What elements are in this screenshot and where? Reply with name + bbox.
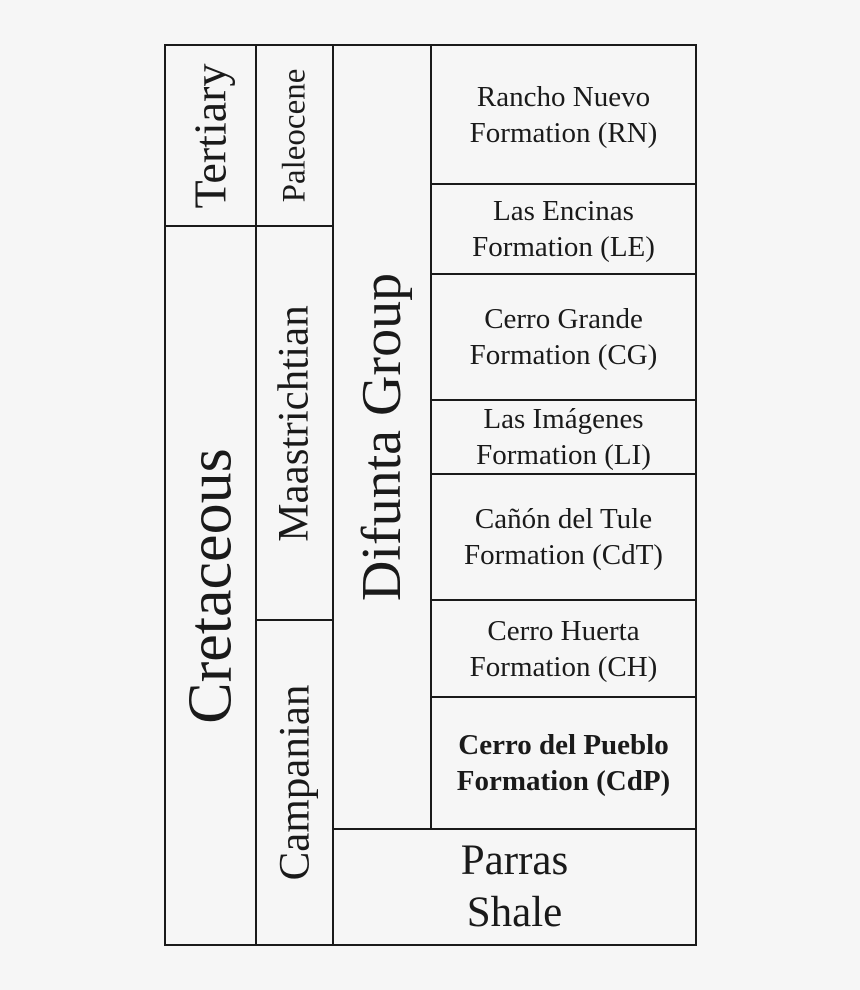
formation-cerro-del-pueblo: Cerro del Pueblo Formation (CdP) (430, 696, 697, 830)
period-cretaceous-label: Cretaceous (176, 447, 245, 724)
period-tertiary-cell: Tertiary (164, 44, 257, 227)
formation-label: Rancho Nuevo Formation (RN) (469, 80, 658, 149)
period-tertiary-label: Tertiary (184, 63, 236, 208)
formation-rancho-nuevo: Rancho Nuevo Formation (RN) (430, 44, 697, 185)
formation-canon-del-tule: Cañón del Tule Formation (CdT) (430, 473, 697, 601)
formation-label: Cañón del Tule Formation (CdT) (464, 503, 663, 571)
epoch-paleocene-cell: Paleocene (255, 44, 334, 227)
formation-label: Cerro Huerta Formation (CH) (469, 614, 658, 683)
formation-label: Las Imágenes Formation (LI) (476, 403, 651, 471)
period-cretaceous-cell: Cretaceous (164, 225, 257, 946)
parras-shale-label: Parras Shale (460, 837, 569, 936)
difunta-group-label: Difunta Group (351, 272, 413, 602)
epoch-paleocene-label: Paleocene (276, 68, 313, 203)
stage-maastrichtian-label: Maastrichtian (271, 304, 319, 542)
formation-las-encinas: Las Encinas Formation (LE) (430, 183, 697, 275)
stage-maastrichtian-cell: Maastrichtian (255, 225, 334, 621)
formation-label: Cerro del Pueblo Formation (CdP) (456, 729, 671, 797)
formation-cerro-huerta: Cerro Huerta Formation (CH) (430, 599, 697, 698)
formation-las-imagenes: Las Imágenes Formation (LI) (430, 399, 697, 475)
formation-cerro-grande: Cerro Grande Formation (CG) (430, 273, 697, 401)
stage-campanian-cell: Campanian (255, 619, 334, 946)
formation-label: Las Encinas Formation (LE) (472, 195, 655, 263)
parras-shale-cell: Parras Shale (332, 828, 697, 946)
stage-campanian-label: Campanian (271, 684, 318, 881)
difunta-group-cell: Difunta Group (332, 44, 432, 830)
formation-label: Cerro Grande Formation (CG) (469, 303, 658, 371)
stratigraphic-chart: Tertiary Cretaceous Paleocene Maastricht… (164, 44, 697, 946)
